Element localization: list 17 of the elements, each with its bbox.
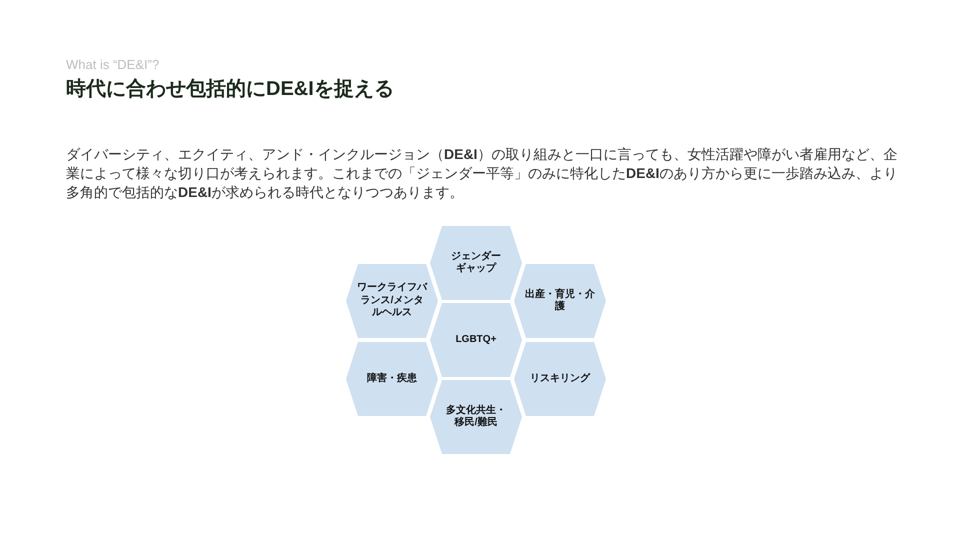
category-hexagon [346,264,438,338]
category-hexagon [430,226,522,300]
category-hexagon [514,264,606,338]
category-label: ワークライフバランス/メンタルヘルス [356,282,428,320]
category-label: ジェンダーギャップ [450,250,502,276]
page-title: 時代に合わせ包括的にDE&Iを捉える [66,77,394,102]
category-hexagon [430,380,522,454]
category-label: リスキリング [530,372,590,386]
intro-paragraph: ダイバーシティ、エクイティ、アンド・インクルージョン（DE&I）の取り組みと一口に言っても、女性活躍や障がい者雇用など、企業によって様々な切り口が考えられます。これまでの「ジェンダー平等」のみに特化したDE&Iのあり方から更に一歩踏み込み、より多角的で包括的なDE&Iが求められる時代となりつつあります。 [66,145,898,202]
category-label: LGBTQ+ [456,334,496,346]
category-label: 多文化共生・移民/難民 [445,404,507,430]
subtitle: What is “DE&I”? [66,57,160,72]
category-hexagon [430,303,522,377]
category-hexagon [514,342,606,416]
category-label: 出産・育児・介護 [524,288,596,314]
category-label: 障害・疾患 [367,372,417,386]
category-hexagon [346,342,438,416]
